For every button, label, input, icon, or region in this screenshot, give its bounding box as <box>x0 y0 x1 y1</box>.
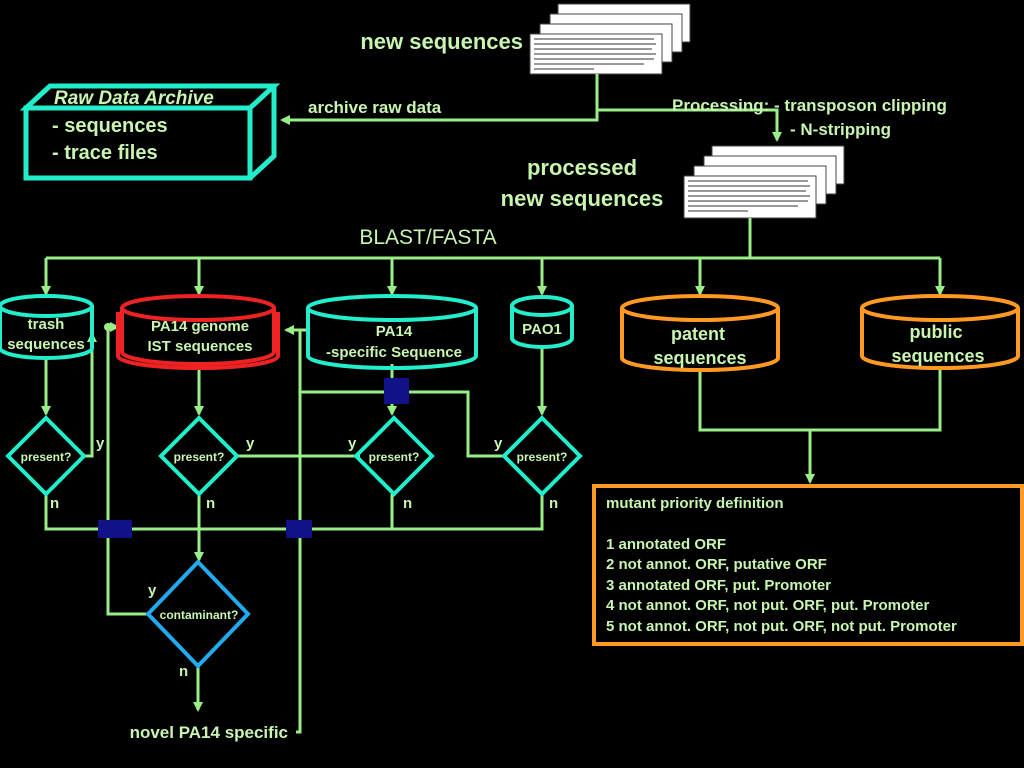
yes-label-pa14-specific: y <box>348 435 357 452</box>
no-label-pa14-specific: n <box>403 495 412 512</box>
connectors <box>41 74 945 734</box>
public-label-2: sequences <box>891 346 984 366</box>
processed-label-2: new sequences <box>501 186 664 211</box>
patent-label-1: patent <box>671 324 725 344</box>
contaminant-label: contaminant? <box>160 608 239 622</box>
trash-label-1: trash <box>28 316 65 333</box>
trash-sequences-database <box>0 294 94 360</box>
yes-label-contaminant: y <box>148 582 157 599</box>
present-decision-trash <box>5 415 87 497</box>
pao1-label: PAO1 <box>522 321 562 338</box>
patent-sequences-database <box>620 294 780 372</box>
present-decision-pa14-specific <box>353 415 435 497</box>
raw-data-archive-title: Raw Data Archive <box>54 88 214 109</box>
new-sequences-document-icon <box>529 3 691 75</box>
archive-raw-data-label: archive raw data <box>308 98 442 117</box>
public-sequences-database <box>860 294 1020 370</box>
pa14-genome-label-2: IST sequences <box>147 338 252 355</box>
present-decision-pao1 <box>501 415 583 497</box>
priority-title: mutant priority definition <box>606 495 784 512</box>
yes-label-pa14-genome: y <box>246 435 255 452</box>
crossing-markers <box>98 378 409 538</box>
priority-item-1: 1 annotated ORF <box>606 536 726 553</box>
present-label-pao1: present? <box>517 450 568 464</box>
pa14-genome-database <box>116 294 280 370</box>
processing-label-2: - N-stripping <box>790 120 891 139</box>
pa14-specific-label-1: PA14 <box>376 323 413 340</box>
present-decision-pa14-genome <box>158 415 240 497</box>
priority-item-3: 3 annotated ORF, put. Promoter <box>606 577 831 594</box>
priority-item-5: 5 not annot. ORF, not put. ORF, not put.… <box>606 618 957 635</box>
raw-archive-line-2: - trace files <box>52 142 158 164</box>
processed-label-1: processed <box>527 155 637 180</box>
no-label-pa14-genome: n <box>206 495 215 512</box>
present-label-pa14-specific: present? <box>369 450 420 464</box>
yes-label-trash: y <box>96 435 105 452</box>
present-label-pa14-genome: present? <box>174 450 225 464</box>
pa14-genome-label-1: PA14 genome <box>151 318 249 335</box>
raw-data-archive-box <box>19 83 281 181</box>
priority-item-4: 4 not annot. ORF, not put. ORF, put. Pro… <box>606 597 929 614</box>
processed-sequences-document-icon <box>683 145 845 219</box>
processing-label-1: Processing: - transposon clipping <box>672 96 947 115</box>
novel-pa14-specific-label: novel PA14 specific <box>130 723 288 742</box>
new-sequences-label: new sequences <box>360 29 523 54</box>
patent-label-2: sequences <box>653 348 746 368</box>
contaminant-decision <box>145 559 251 669</box>
pao1-database <box>510 295 574 349</box>
yes-label-pao1: y <box>494 435 503 452</box>
blast-fasta-label: BLAST/FASTA <box>359 226 496 249</box>
present-label-trash: present? <box>21 450 72 464</box>
pa14-specific-label-2: -specific Sequence <box>326 344 462 361</box>
priority-item-2: 2 not annot. ORF, putative ORF <box>606 556 827 573</box>
no-label-contaminant: n <box>179 663 188 680</box>
trash-label-2: sequences <box>7 336 85 353</box>
public-label-1: public <box>910 322 963 342</box>
pa14-specific-database <box>306 294 478 370</box>
mutant-priority-box <box>592 484 1024 646</box>
no-label-trash: n <box>50 495 59 512</box>
no-label-pao1: n <box>549 495 558 512</box>
raw-archive-line-1: - sequences <box>52 115 168 137</box>
